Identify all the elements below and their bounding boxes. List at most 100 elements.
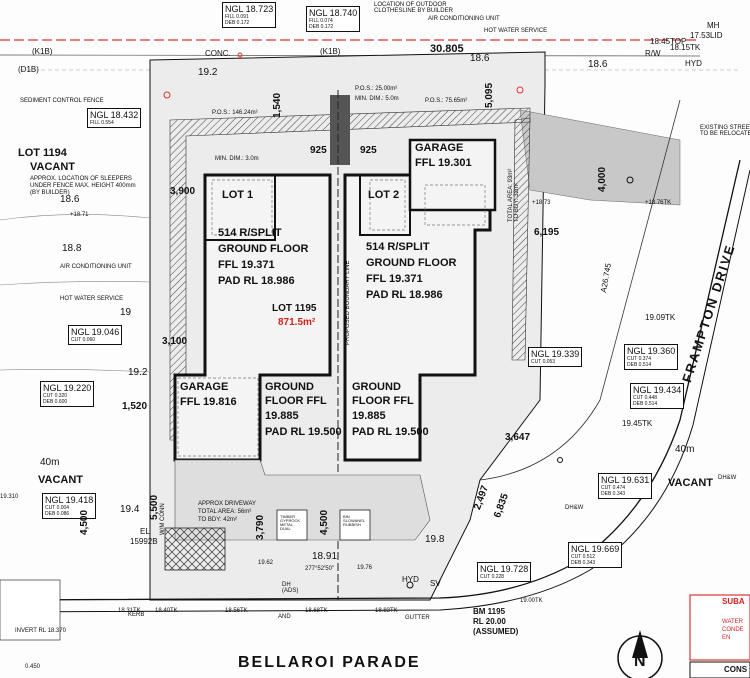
unit-1-title: 514 R/SPLIT [218, 227, 282, 239]
level: 19.2 [128, 367, 148, 378]
note-wm: W/M CONN [160, 503, 166, 535]
ground-2-l3: 19.885 [352, 410, 386, 422]
note-min-dim: MIN. DIM.: 3.0m [215, 156, 259, 162]
dhw-label: DH&W [718, 475, 737, 481]
note-pos: P.O.S.: 146.24m² [212, 110, 258, 116]
level: 19 [120, 307, 132, 318]
sv-label: SV [430, 579, 441, 588]
unit-1-lot: LOT 1 [222, 189, 254, 201]
ground-1-l1: GROUND [265, 381, 314, 393]
note-proposed-boundary: PROPOSED BOUNDARY LINE [345, 260, 351, 345]
ground-1-l3: 19.885 [265, 410, 299, 422]
level: 18.91 [312, 551, 338, 562]
k1b-label: (K1B) [32, 47, 53, 56]
garage-2-label: GARAGE [415, 142, 464, 154]
hydrant-label: HYD [402, 575, 419, 584]
dim-3790: 3,790 [255, 514, 266, 540]
dim-4500: 4,500 [319, 509, 330, 535]
level: +18.71 [70, 212, 89, 218]
kerb-level: 18.68TK [305, 608, 328, 614]
title-block: CONS [724, 665, 748, 674]
landscape-hatch [164, 527, 226, 571]
dim-5095: 5,095 [484, 82, 495, 108]
lot-1194-label: LOT 1194 [18, 147, 67, 159]
dim-4000: 4,000 [597, 166, 608, 192]
manhole-level: 17.53LID [690, 31, 723, 40]
unit-1-floor: GROUND FLOOR [218, 243, 309, 255]
dim-4500: 4,500 [79, 509, 90, 535]
west-width: 40m [40, 457, 60, 468]
level: 18.15TK [670, 43, 701, 52]
garage-2-ffl: FFL 19.301 [415, 157, 472, 169]
note-ac: AIR CONDITIONING UNIT [428, 16, 500, 22]
level: 18.6 [588, 59, 608, 70]
unit-1-ffl: FFL 19.371 [218, 259, 275, 271]
note-clothesline: LOCATION OF OUTDOOR CLOTHESLINE BY BUILD… [374, 2, 453, 14]
level: 18.8 [62, 243, 82, 254]
gutter-line [0, 169, 750, 613]
note-driveway-2: TOTAL AREA: 93m² TO BDY: 32m² [508, 168, 520, 222]
ground-2-l2: FLOOR FFL [352, 395, 414, 407]
revision-box [689, 594, 750, 661]
invert-label: INVERT RL 18.370 [15, 628, 66, 634]
ground-1-pad: PAD RL 19.500 [265, 426, 342, 438]
unit-2-floor: GROUND FLOOR [366, 257, 457, 269]
dim-6195: 6,195 [534, 227, 560, 238]
dim-3100: 3,100 [162, 336, 188, 347]
level: 19.4 [120, 504, 140, 515]
dim-5500: 5,500 [149, 494, 160, 520]
ground-2-pad: PAD RL 19.500 [352, 426, 429, 438]
unit-2-pad: PAD RL 18.986 [366, 289, 443, 301]
garage-1-label: GARAGE [180, 381, 229, 393]
bearing: 277°52'50" [305, 566, 335, 572]
dim-3647: 3,647 [505, 432, 531, 443]
lot-number: LOT 1195 [272, 303, 317, 314]
note-pos: P.O.S.: 25.00m² [355, 86, 398, 92]
dhw-label: DH&W [565, 505, 584, 511]
note-hws: HOT WATER SERVICE [60, 296, 124, 302]
kerb-level: 18.40TK [155, 608, 178, 614]
note-pos: P.O.S.: 75.65m² [425, 98, 468, 104]
east-status: VACANT [668, 477, 714, 489]
dim-frontage: 30.805 [430, 43, 464, 55]
level: 18.6 [60, 194, 80, 205]
kerb-label: KERB [128, 612, 145, 618]
note-hws: HOT WATER SERVICE [484, 28, 548, 34]
level: 19.310 [0, 494, 19, 500]
revision-note: WATER CONDE EN [722, 619, 744, 641]
level: 0.450 [25, 664, 41, 670]
ground-1-l2: FLOOR FFL [265, 395, 327, 407]
rw-label: R/W [645, 49, 661, 58]
level: +18.73 [532, 200, 551, 206]
level: 19.62 [258, 560, 274, 566]
dim-925: 925 [310, 145, 327, 156]
benchmark-note: (ASSUMED) [473, 627, 519, 636]
street-south: BELLAROI PARADE [238, 654, 421, 671]
north-arrow [617, 630, 663, 678]
west-status: VACANT [38, 474, 84, 486]
d1b-label: (D1B) [18, 65, 39, 74]
manhole-label: MH [707, 21, 720, 30]
east-width: 40m [675, 444, 695, 455]
hydrant-label: HYD [685, 59, 702, 68]
gutter-label: GUTTER [405, 615, 430, 621]
dim-1520: 1,520 [122, 401, 148, 412]
lot-area: 871.5m² [278, 317, 316, 328]
note-ac: AIR CONDITIONING UNIT [60, 264, 132, 270]
outdoor-strip [330, 95, 350, 165]
dh-label: DH (ADS) [282, 582, 299, 594]
dim-1540: 1,540 [272, 92, 283, 118]
unit-2-ffl: FFL 19.371 [366, 273, 423, 285]
kerb-level: 18.83TK [375, 608, 398, 614]
level: 19.76 [357, 565, 373, 571]
level: +18.76TK [645, 200, 672, 206]
